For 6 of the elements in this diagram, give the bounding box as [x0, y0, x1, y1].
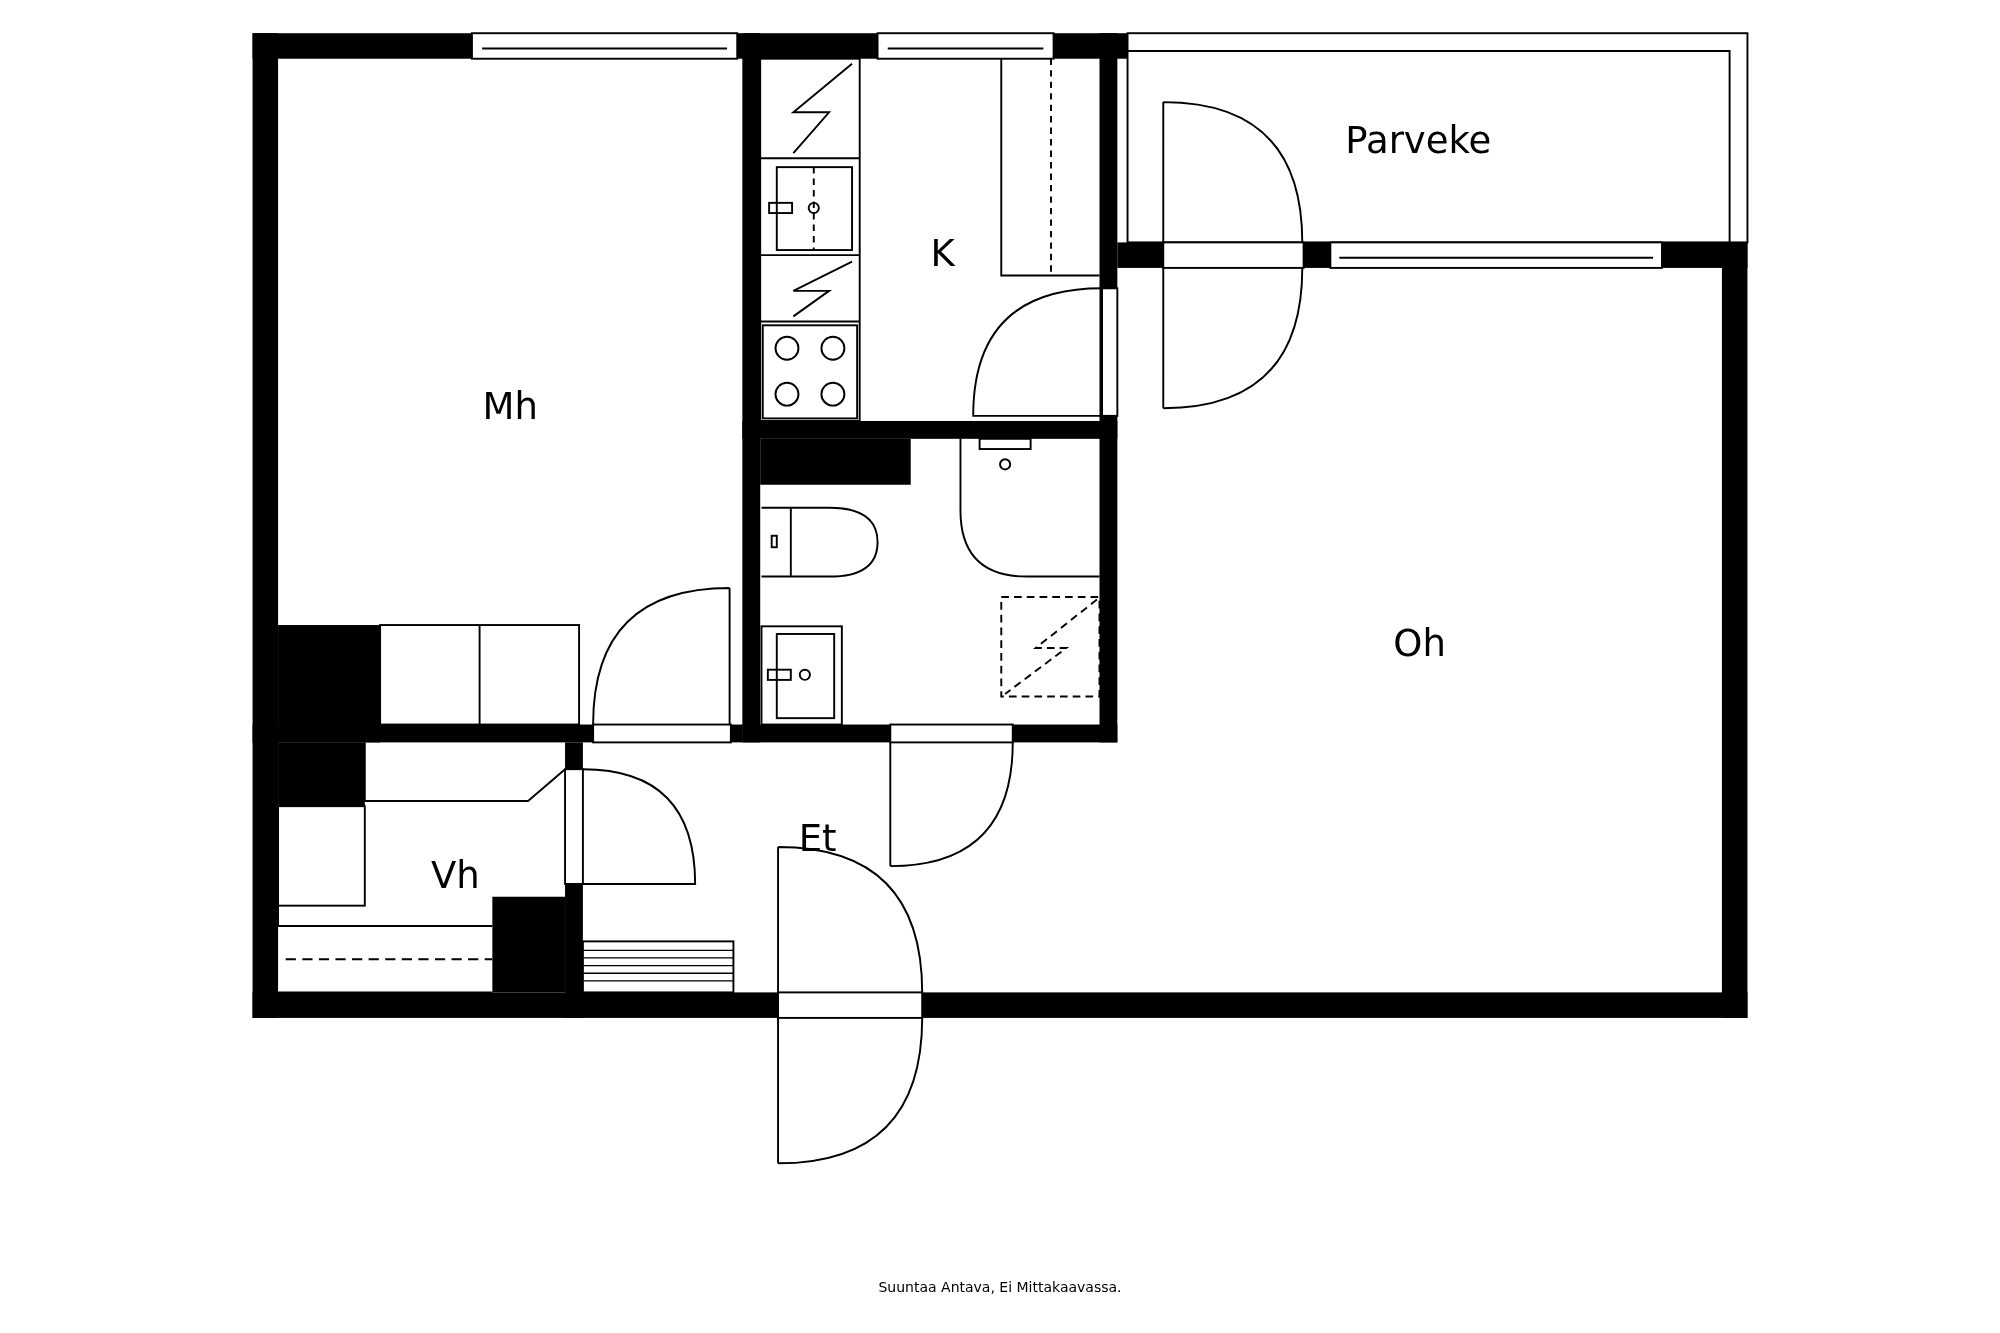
room-label: K: [930, 234, 955, 272]
caption: Suuntaa Antava, Ei Mittakaavassa.: [878, 1279, 1122, 1295]
room-label: Vh: [430, 856, 480, 894]
room-label: Parveke: [1345, 121, 1492, 159]
room-label: Mh: [482, 387, 538, 425]
room-label: Oh: [1393, 624, 1446, 662]
